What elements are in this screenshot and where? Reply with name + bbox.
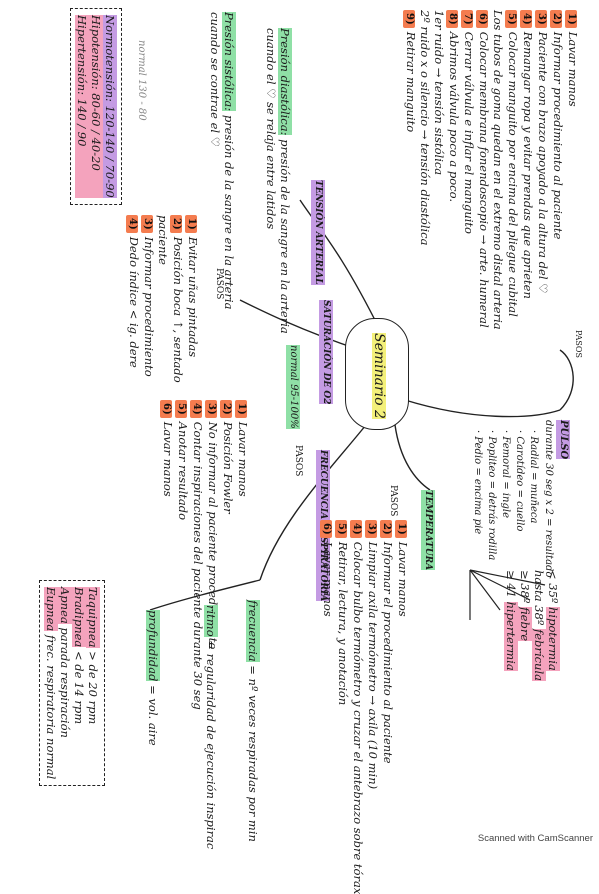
center-node: Seminario 2 [345, 318, 409, 430]
respiracion-box: Taquipnea > de 20 rpm Bradipnea < de 14 … [39, 580, 105, 787]
saturacion-pasos: PASOS [214, 268, 224, 300]
connector-lines [149, 199, 574, 620]
frecuencia-defs: frecuencia = nº veces respiradas por min [246, 600, 260, 842]
saturacion-header: SATURACIÓN DE O2 [319, 300, 333, 405]
pulse-step: 5)Colocar manguito por encima del pliegu… [505, 10, 520, 330]
temperatura-ranges: < 35º hipotermia hasta 38º febrícula ≥ 3… [504, 570, 560, 681]
ritmo-def: ritmo = regularidad de ejecución inspira… [204, 605, 218, 850]
diastolic-defs: Presión diastólica: presión de la sangre… [264, 28, 292, 334]
pulse-step: 6)Colocar membrana fonendoscopio → arte.… [476, 10, 491, 330]
pulse-steps: 1)Lavar manos 2)Informar procedimiento a… [403, 10, 580, 330]
temperatura-steps: 1)Lavar manos 2)Informar el procedimient… [320, 520, 410, 894]
temperatura-pasos: PASOS [388, 485, 398, 517]
pulse-step: 4)Remangar ropa y evitar prendas que apr… [520, 10, 535, 330]
pulse-step: 3)Paciente con brazo apoyado a la altura… [535, 10, 550, 330]
pulse-step: 1er ruido → tensión sistólica [432, 10, 446, 176]
pulse-step: 2)Informar procedimiento al paciente [550, 10, 565, 330]
diastolica-label: Presión diastólica: [278, 28, 292, 136]
pulse-step: 9)Retirar manguito [403, 10, 418, 330]
pulse-step: 2º ruido x o silencio → tensión diastóli… [418, 10, 432, 246]
pressure-box: Normotensión: 120-140 / 70-90 Hipotensió… [70, 8, 122, 205]
pulso-rows: · Radial = muñeca · Carotídeo = cuello ·… [472, 430, 539, 561]
pulse-step: Los tubos de goma quedan en el extremo d… [491, 10, 505, 330]
pulso-pasos: PASOS [574, 330, 583, 358]
center-title: Seminario 2 [371, 333, 387, 419]
pulso-duration: durante 30 seg x 2 = resultado [543, 420, 554, 578]
sistolica-label: Presión sistólica: [222, 12, 236, 112]
saturacion-steps: 1)Evitar uñas pintadas 2)Posición boca ↑… [126, 215, 200, 383]
profundidad-def: profundidad = vol. aire [146, 610, 160, 746]
pressure-defs: Presión sistólica: presión de la sangre … [208, 12, 236, 310]
pulse-step: 1)Lavar manos [565, 10, 580, 330]
pulso-header: PULSO [556, 420, 570, 460]
normal-range: normal 130 - 80 [136, 40, 147, 121]
tension-arterial-label: TENSIÓN ARTERIAL [311, 180, 325, 285]
pulse-step: 7)Cerrar válvula e inflar el manguito [461, 10, 476, 330]
pulse-step: 8)Abrimos válvula poco a poco. [446, 10, 461, 330]
scanner-footer: Scanned with CamScanner [477, 833, 593, 844]
temperatura-header: TEMPERATURA [421, 490, 435, 571]
saturacion-normal: normal 95-100% [286, 345, 300, 429]
mind-map-page: Seminario 2 1)Lavar manos 2)Informar pro… [39, 8, 593, 894]
frecuencia-pasos: PASOS [293, 445, 303, 477]
